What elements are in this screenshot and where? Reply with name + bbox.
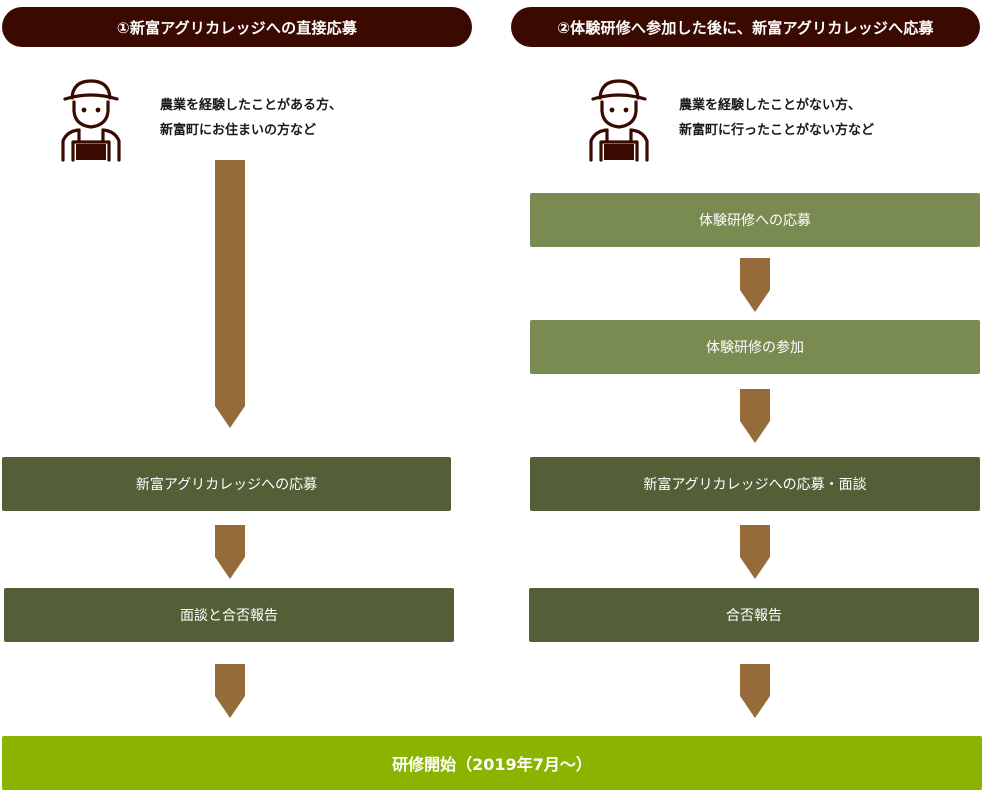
path2-description-line2: 新富町に行ったことがない方など <box>679 123 875 138</box>
down-arrow-icon <box>740 258 770 312</box>
down-arrow-icon <box>740 389 770 443</box>
farmer-icon <box>589 79 649 162</box>
path2-description: 農業を経験したことがない方、 新富町に行ったことがない方など <box>679 93 874 143</box>
farmer-icon <box>61 79 121 162</box>
path2-header: ②体験研修へ参加した後に、新富アグリカレッジへ応募 <box>511 7 980 47</box>
down-arrow-icon <box>215 525 245 579</box>
path1-step-interview: 面談と合否報告 <box>4 588 454 642</box>
down-arrow-icon <box>740 525 770 579</box>
training-start-box: 研修開始（2019年7月〜） <box>2 736 982 790</box>
path1-description-line1: 農業を経験したことがある方、 <box>160 98 343 113</box>
path2-step-apply-interview: 新富アグリカレッジへの応募・面談 <box>530 457 980 511</box>
path2-step-trial-join: 体験研修の参加 <box>530 320 980 374</box>
down-arrow-icon <box>215 664 245 718</box>
path2-description-line1: 農業を経験したことがない方、 <box>679 98 862 113</box>
path2-step-trial-apply: 体験研修への応募 <box>530 193 980 247</box>
path1-header: ①新富アグリカレッジへの直接応募 <box>2 7 472 47</box>
path1-step-apply: 新富アグリカレッジへの応募 <box>2 457 451 511</box>
down-arrow-icon <box>740 664 770 718</box>
path2-step-result: 合否報告 <box>529 588 979 642</box>
path1-description-line2: 新富町にお住まいの方など <box>160 123 317 138</box>
down-arrow-icon <box>215 160 245 428</box>
path1-description: 農業を経験したことがある方、 新富町にお住まいの方など <box>160 93 342 143</box>
